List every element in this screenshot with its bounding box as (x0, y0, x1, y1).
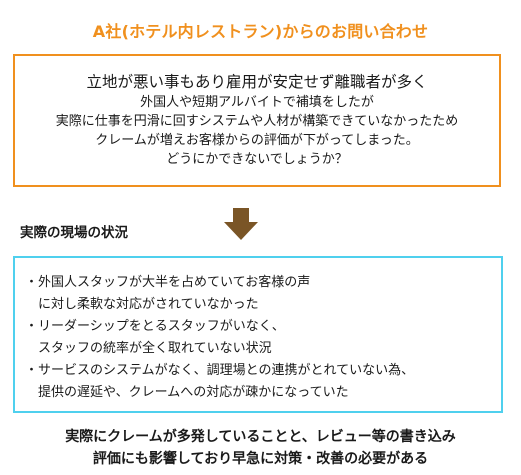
situation-box: ・外国人スタッフが大半を占めていてお客様の声 に対し柔軟な対応がされていなかった… (13, 256, 503, 413)
inquiry-line-2: 外国人や短期アルバイトで補填をしたが (140, 95, 374, 110)
situation-item-line2: に対し柔軟な対応がされていなかった (38, 297, 259, 312)
arrow-down-icon (224, 208, 258, 240)
section-heading: 実際の現場の状況 (20, 225, 128, 241)
situation-item-line1: ・サービスのシステムがなく、調理場との連携がとれていない為、 (25, 363, 415, 378)
conclusion-text: 実際にクレームが多発していることと、レビュー等の書き込み 評価にも影響しており早… (0, 426, 521, 470)
situation-item-line1: ・リーダーシップをとるスタッフがいなく、 (25, 319, 285, 334)
conclusion-line-2: 評価にも影響しており早急に対策・改善の必要がある (92, 451, 429, 467)
inquiry-line-4: クレームが増えお客様からの評価が下がってしまった。 (95, 133, 419, 148)
inquiry-box: 立地が悪い事もあり雇用が安定せず離職者が多く 外国人や短期アルバイトで補填をした… (13, 54, 501, 187)
situation-item: ・外国人スタッフが大半を占めていてお客様の声 に対し柔軟な対応がされていなかった (25, 272, 501, 316)
inquiry-line-5: どうにかできないでしょうか？ (166, 152, 348, 167)
situation-item: ・リーダーシップをとるスタッフがいなく、 スタッフの統率が全く取れていない状況 (25, 316, 501, 360)
conclusion-line-1: 実際にクレームが多発していることと、レビュー等の書き込み (65, 429, 456, 445)
page-title: A社(ホテル内レストラン)からのお問い合わせ (92, 22, 429, 41)
situation-item: ・サービスのシステムがなく、調理場との連携がとれていない為、 提供の遅延や、クレ… (25, 360, 501, 404)
inquiry-line-1: 立地が悪い事もあり雇用が安定せず離職者が多く (86, 73, 428, 91)
inquiry-line-3: 実際に仕事を円滑に回すシステムや人材が構築できていなかったため (55, 114, 459, 129)
situation-item-line1: ・外国人スタッフが大半を占めていてお客様の声 (25, 275, 311, 290)
situation-item-line2: スタッフの統率が全く取れていない状況 (38, 341, 272, 356)
situation-item-line2: 提供の遅延や、クレームへの対応が疎かになっていた (38, 385, 349, 400)
